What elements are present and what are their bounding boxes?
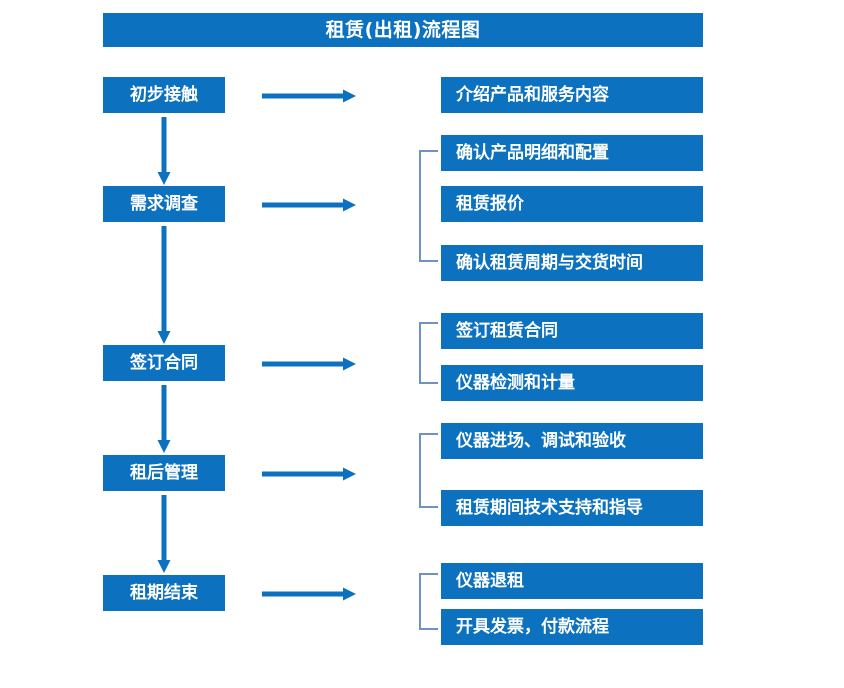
detail-label: 确认产品明细和配置 (456, 142, 609, 163)
detail-box-introduce-products-services[interactable]: 介绍产品和服务内容 (441, 77, 703, 113)
stage-label: 签订合同 (130, 352, 198, 373)
group-bracket-stage4 (419, 433, 438, 508)
group-bracket-stage2 (419, 150, 438, 262)
right-arrow-icon-stage4 (262, 466, 356, 481)
stage-box-lease-end[interactable]: 租期结束 (103, 575, 225, 611)
detail-box-instrument-return[interactable]: 仪器退租 (441, 563, 703, 599)
diagram-title: 租赁(出租)流程图 (325, 18, 481, 41)
detail-label: 租赁报价 (456, 193, 524, 214)
stage-label: 需求调查 (130, 193, 198, 214)
detail-box-instrument-entry-commissioning[interactable]: 仪器进场、调试和验收 (441, 423, 703, 459)
stage-box-initial-contact[interactable]: 初步接触 (103, 77, 225, 113)
right-arrow-icon-stage2 (262, 197, 356, 212)
detail-label: 开具发票，付款流程 (456, 616, 609, 637)
down-arrow-icon-stage4-stage5 (157, 495, 171, 573)
down-arrow-icon-stage3-stage4 (157, 385, 171, 453)
group-bracket-stage3 (419, 322, 438, 384)
diagram-title-bar: 租赁(出租)流程图 (103, 13, 703, 47)
detail-box-instrument-inspection[interactable]: 仪器检测和计量 (441, 365, 703, 401)
detail-box-confirm-product-specs[interactable]: 确认产品明细和配置 (441, 135, 703, 171)
down-arrow-icon-stage1-stage2 (157, 117, 171, 185)
detail-box-sign-rental-contract[interactable]: 签订租赁合同 (441, 313, 703, 349)
group-bracket-stage5 (419, 573, 438, 630)
stage-label: 初步接触 (130, 84, 198, 105)
stage-box-post-rental-management[interactable]: 租后管理 (103, 455, 225, 491)
detail-box-rental-quotation[interactable]: 租赁报价 (441, 186, 703, 222)
right-arrow-icon-stage5 (262, 586, 356, 601)
detail-label: 仪器进场、调试和验收 (456, 430, 626, 451)
stage-box-sign-contract[interactable]: 签订合同 (103, 345, 225, 381)
detail-label: 租赁期间技术支持和指导 (456, 497, 643, 518)
stage-box-needs-survey[interactable]: 需求调查 (103, 186, 225, 222)
detail-label: 仪器退租 (456, 570, 524, 591)
right-arrow-icon-stage1 (262, 88, 356, 103)
detail-box-technical-support[interactable]: 租赁期间技术支持和指导 (441, 490, 703, 526)
stage-label: 租期结束 (130, 582, 198, 603)
detail-box-confirm-period-delivery[interactable]: 确认租赁周期与交货时间 (441, 245, 703, 281)
down-arrow-icon-stage2-stage3 (157, 226, 171, 344)
detail-label: 签订租赁合同 (456, 320, 558, 341)
detail-label: 确认租赁周期与交货时间 (456, 252, 643, 273)
detail-box-invoice-payment[interactable]: 开具发票，付款流程 (441, 609, 703, 645)
detail-label: 仪器检测和计量 (456, 372, 575, 393)
stage-label: 租后管理 (130, 462, 198, 483)
right-arrow-icon-stage3 (262, 356, 356, 371)
detail-label: 介绍产品和服务内容 (456, 84, 609, 105)
